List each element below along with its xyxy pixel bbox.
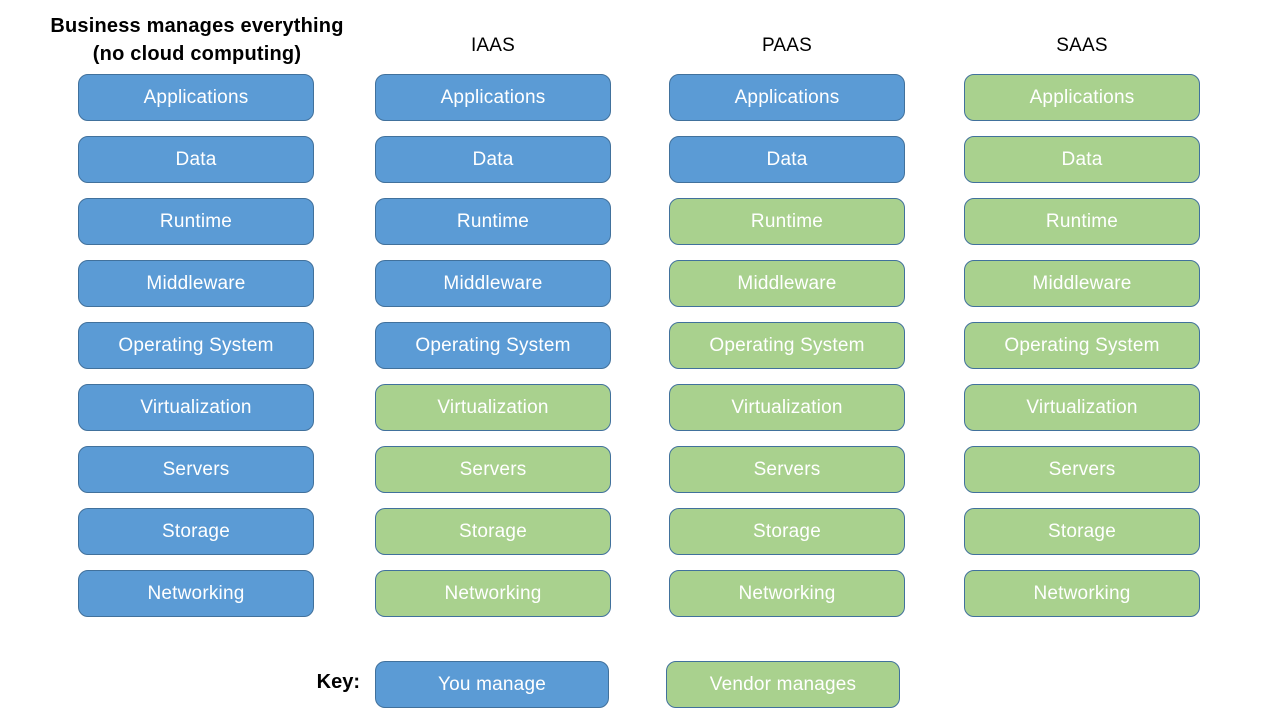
layer-box-saas-networking: Networking [964,570,1200,617]
layer-box-label: Data [175,148,217,170]
layer-box-paas-virtualization: Virtualization [669,384,905,431]
layer-box-saas-applications: Applications [964,74,1200,121]
layer-box-no-cloud-servers: Servers [78,446,314,493]
layer-box-label: Virtualization [140,396,252,418]
layer-box-saas-middleware: Middleware [964,260,1200,307]
layer-box-label: Applications [734,86,840,108]
layer-box-no-cloud-middleware: Middleware [78,260,314,307]
layer-box-no-cloud-data: Data [78,136,314,183]
column-header-no-cloud-line1: Business manages everything [50,15,344,37]
layer-box-label: Networking [738,582,836,604]
layer-box-paas-data: Data [669,136,905,183]
layer-box-label: Servers [1048,458,1116,480]
layer-box-paas-middleware: Middleware [669,260,905,307]
layer-box-label: Runtime [1045,210,1119,232]
layer-box-saas-storage: Storage [964,508,1200,555]
layer-box-label: Data [766,148,808,170]
layer-box-iaas-middleware: Middleware [375,260,611,307]
layer-box-iaas-data: Data [375,136,611,183]
column-header-no-cloud: Business manages everything (no cloud co… [37,12,357,68]
layer-box-paas-runtime: Runtime [669,198,905,245]
column-header-paas: PAAS [761,35,813,56]
layer-box-saas-data: Data [964,136,1200,183]
key-vendor-manages-box: Vendor manages [666,661,900,708]
layer-box-label: Data [472,148,514,170]
layer-box-iaas-applications: Applications [375,74,611,121]
layer-box-saas-runtime: Runtime [964,198,1200,245]
column-header-iaas: IAAS [470,35,516,56]
layer-box-label: Middleware [443,272,543,294]
layer-box-iaas-networking: Networking [375,570,611,617]
layer-box-no-cloud-runtime: Runtime [78,198,314,245]
layer-box-label: Networking [147,582,245,604]
layer-box-paas-storage: Storage [669,508,905,555]
layer-box-label: Networking [1033,582,1131,604]
layer-box-saas-virtualization: Virtualization [964,384,1200,431]
layer-box-iaas-servers: Servers [375,446,611,493]
layer-box-saas-operating-system: Operating System [964,322,1200,369]
layer-box-label: Virtualization [731,396,843,418]
layer-box-no-cloud-storage: Storage [78,508,314,555]
layer-box-paas-networking: Networking [669,570,905,617]
layer-box-label: Storage [753,520,821,542]
key-label: Key: [316,671,360,693]
layer-box-label: Operating System [709,334,865,356]
key-you-manage-box: You manage [375,661,609,708]
layer-box-label: Runtime [750,210,824,232]
layer-box-saas-servers: Servers [964,446,1200,493]
layer-box-label: Storage [1048,520,1116,542]
layer-box-label: Storage [459,520,527,542]
layer-box-no-cloud-virtualization: Virtualization [78,384,314,431]
layer-box-no-cloud-applications: Applications [78,74,314,121]
layer-box-label: Data [1061,148,1103,170]
layer-box-iaas-operating-system: Operating System [375,322,611,369]
layer-box-label: Runtime [159,210,233,232]
column-header-saas: SAAS [1056,35,1108,56]
layer-box-label: Applications [143,86,249,108]
layer-box-no-cloud-networking: Networking [78,570,314,617]
layer-box-iaas-virtualization: Virtualization [375,384,611,431]
layer-box-label: Servers [753,458,821,480]
layer-box-label: Middleware [146,272,246,294]
layer-box-label: Operating System [118,334,274,356]
layer-box-label: Networking [444,582,542,604]
key-you-manage-label: You manage [437,673,546,695]
column-header-no-cloud-line2: (no cloud computing) [92,43,302,65]
layer-box-label: Middleware [737,272,837,294]
layer-box-paas-servers: Servers [669,446,905,493]
layer-box-label: Servers [162,458,230,480]
layer-box-label: Runtime [456,210,530,232]
layer-box-label: Operating System [1004,334,1160,356]
layer-box-label: Applications [440,86,546,108]
layer-box-label: Applications [1029,86,1135,108]
layer-box-label: Operating System [415,334,571,356]
layer-box-no-cloud-operating-system: Operating System [78,322,314,369]
layer-box-label: Servers [459,458,527,480]
layer-box-paas-applications: Applications [669,74,905,121]
layer-box-label: Middleware [1032,272,1132,294]
key-vendor-manages-label: Vendor manages [709,673,857,695]
layer-box-paas-operating-system: Operating System [669,322,905,369]
layer-box-iaas-runtime: Runtime [375,198,611,245]
layer-box-label: Virtualization [1026,396,1138,418]
layer-box-label: Virtualization [437,396,549,418]
layer-box-label: Storage [162,520,230,542]
layer-box-iaas-storage: Storage [375,508,611,555]
